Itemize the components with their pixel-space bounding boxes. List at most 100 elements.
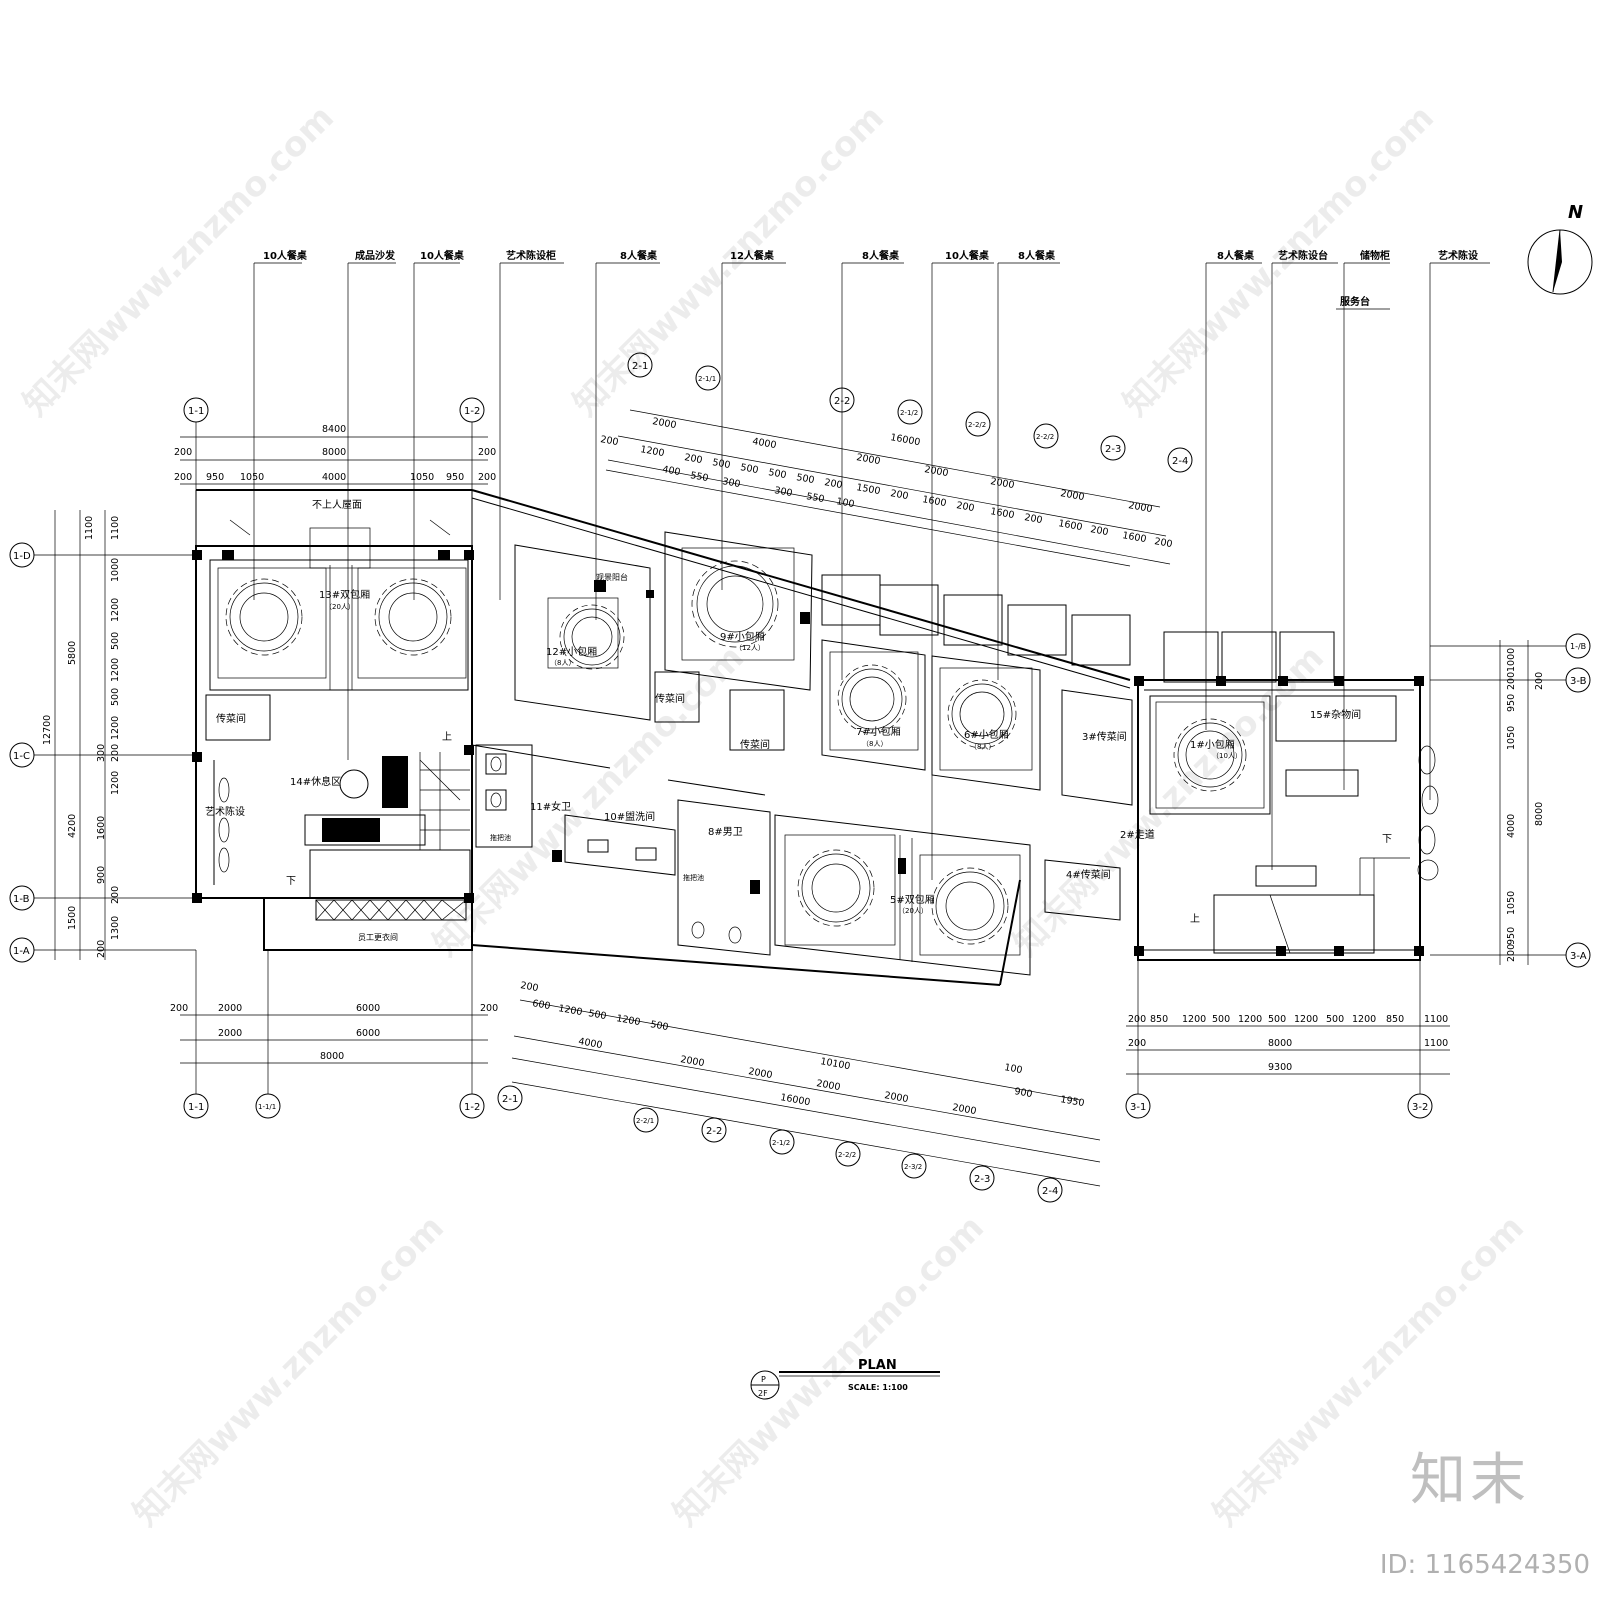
label-10-table: 10人餐桌: [945, 249, 989, 262]
axis-2-2-top: 2-2: [834, 396, 850, 407]
dim-text: 1600: [989, 506, 1015, 521]
dim-text: 2000: [218, 1003, 242, 1014]
dim-text: 2000: [1127, 500, 1153, 515]
room-7-capacity: （8人）: [862, 740, 887, 748]
stair-down-right: 下: [1382, 834, 1392, 845]
grid-axes: 1-1 1-2 1-1 1-2 1-1/1 1-D 1-C 1-B 1-A 2-…: [9, 352, 1591, 1203]
room-5: 5#双包厢: [890, 893, 935, 906]
middle-wing: 12#小包厢 （8人） 观景阳台 9#小包厢 （12人） 传菜间 传菜间 7#小…: [471, 489, 1155, 986]
dim-text: 1600: [96, 816, 107, 840]
dim-text: 200: [96, 940, 107, 958]
dim-text: 4000: [322, 472, 346, 483]
mop-sink-a: 拖把池: [490, 833, 511, 842]
axis-3-A: 3-A: [1570, 951, 1587, 962]
room-8: 8#男卫: [708, 826, 743, 838]
dim-text: 1200: [1294, 1014, 1318, 1025]
dim-text: 500: [649, 1019, 669, 1033]
axis-2-2-2-bottom: 2-2/2: [838, 1151, 856, 1159]
room-9: 9#小包厢: [720, 630, 765, 643]
dim-text: 950: [1506, 694, 1517, 712]
dim-text: 100: [1003, 1062, 1023, 1076]
dim-text: 300: [773, 485, 793, 499]
dim-text: 4200: [67, 814, 78, 838]
dim-text: 950: [446, 472, 464, 483]
axis-2-1-1-top: 2-1/1: [698, 375, 716, 383]
axis-2-3-2-bottom: 2-3/2: [904, 1163, 922, 1171]
room-art: 艺术陈设: [205, 805, 245, 818]
axis-2-4-bottom: 2-4: [1042, 1186, 1058, 1197]
dim-text: 8000: [320, 1051, 344, 1062]
axis-2-1-bottom: 2-1: [502, 1094, 518, 1105]
room-13-capacity: （20人）: [325, 603, 355, 611]
dimensions: 8400 8000 200 200 200 200 950 1050 4000 …: [42, 409, 1545, 1187]
dim-text: 100: [835, 496, 855, 510]
axis-3-2: 3-2: [1412, 1102, 1428, 1113]
axis-3-1: 3-1: [1130, 1102, 1146, 1113]
dim-text: 1600: [1057, 518, 1083, 533]
dim-text: 2000: [923, 464, 949, 479]
room-3: 3#传菜间: [1082, 730, 1127, 743]
dim-text: 900: [96, 866, 107, 884]
dim-text: 200: [683, 452, 703, 466]
dim-text: 200: [174, 447, 192, 458]
dim-text: 550: [689, 470, 709, 484]
dim-text: 200: [1089, 524, 1109, 538]
label-storage: 储物柜: [1359, 249, 1390, 262]
axis-2-1-2-top: 2-1/2: [900, 409, 918, 417]
dim-text: 550: [805, 491, 825, 505]
mop-sink-b: 拖把池: [683, 873, 704, 882]
dim-text: 200: [1128, 1038, 1146, 1049]
brand-logo: 知末: [1410, 1448, 1530, 1513]
dim-text: 200: [110, 886, 121, 904]
dim-text: 500: [587, 1008, 607, 1022]
dim-text: 500: [110, 632, 121, 650]
sheet-bottom: 2F: [758, 1389, 768, 1398]
axis-3-B: 3-B: [1570, 676, 1587, 687]
label-8-table: 8人餐桌: [862, 249, 899, 262]
dim-text: 500: [110, 688, 121, 706]
room-balcony: 观景阳台: [596, 572, 628, 582]
dim-text: 500: [767, 467, 787, 481]
axis-1-A: 1-A: [13, 946, 30, 957]
axis-1-1-bottom: 1-1: [188, 1102, 204, 1113]
dim-text: 2000: [855, 452, 881, 467]
dim-text: 1200: [1238, 1014, 1262, 1025]
label-8-table: 8人餐桌: [620, 249, 657, 262]
dim-text: 1100: [110, 516, 121, 540]
dim-text: 5800: [67, 641, 78, 665]
dim-text: 600: [531, 998, 551, 1012]
room-6: 6#小包厢: [964, 728, 1009, 741]
label-8-table: 8人餐桌: [1018, 249, 1055, 262]
dim-text: 6000: [356, 1003, 380, 1014]
dim-text: 1500: [67, 906, 78, 930]
dim-text: 200: [519, 980, 539, 994]
dim-text: 200: [955, 500, 975, 514]
dim-text: 1200: [1182, 1014, 1206, 1025]
dim-text: 2000: [747, 1066, 773, 1081]
dim-text: 2000: [815, 1078, 841, 1093]
axis-2-1-top: 2-1: [632, 361, 648, 372]
room-4: 4#传菜间: [1066, 868, 1111, 881]
dim-text: 1200: [110, 716, 121, 740]
dim-text: 200: [110, 744, 121, 762]
title-block: P 2F PLAN SCALE: 1:100: [750, 1358, 940, 1400]
dim-text: 9300: [1268, 1062, 1292, 1073]
dim-text: 200: [1534, 672, 1545, 690]
label-12-table: 12人餐桌: [730, 249, 774, 262]
room-13: 13#双包厢: [319, 588, 370, 601]
room-roof: 不上人屋面: [312, 499, 362, 511]
plan-scale: SCALE: 1:100: [848, 1383, 908, 1392]
top-leader-labels: 10人餐桌 成品沙发 10人餐桌 艺术陈设柜 8人餐桌 12人餐桌 8人餐桌 1…: [253, 249, 1490, 880]
stair-down-left: 下: [286, 876, 296, 887]
room-15: 15#杂物间: [1310, 708, 1361, 721]
axis-2-2-1-bottom: 2-2/1: [636, 1117, 654, 1125]
axis-1-1-1: 1-1/1: [258, 1103, 276, 1111]
dim-text: 2000: [883, 1090, 909, 1105]
room-staff: 员工更衣间: [358, 932, 398, 942]
axis-2-3-bottom: 2-3: [974, 1174, 990, 1185]
axis-2-2-bottom: 2-2: [706, 1126, 722, 1137]
room-5-capacity: （20人）: [898, 907, 928, 915]
stair-up-right: 上: [1190, 913, 1200, 925]
dim-text: 2000: [951, 1102, 977, 1117]
axis-1-B-right: 1-/B: [1570, 642, 1586, 651]
